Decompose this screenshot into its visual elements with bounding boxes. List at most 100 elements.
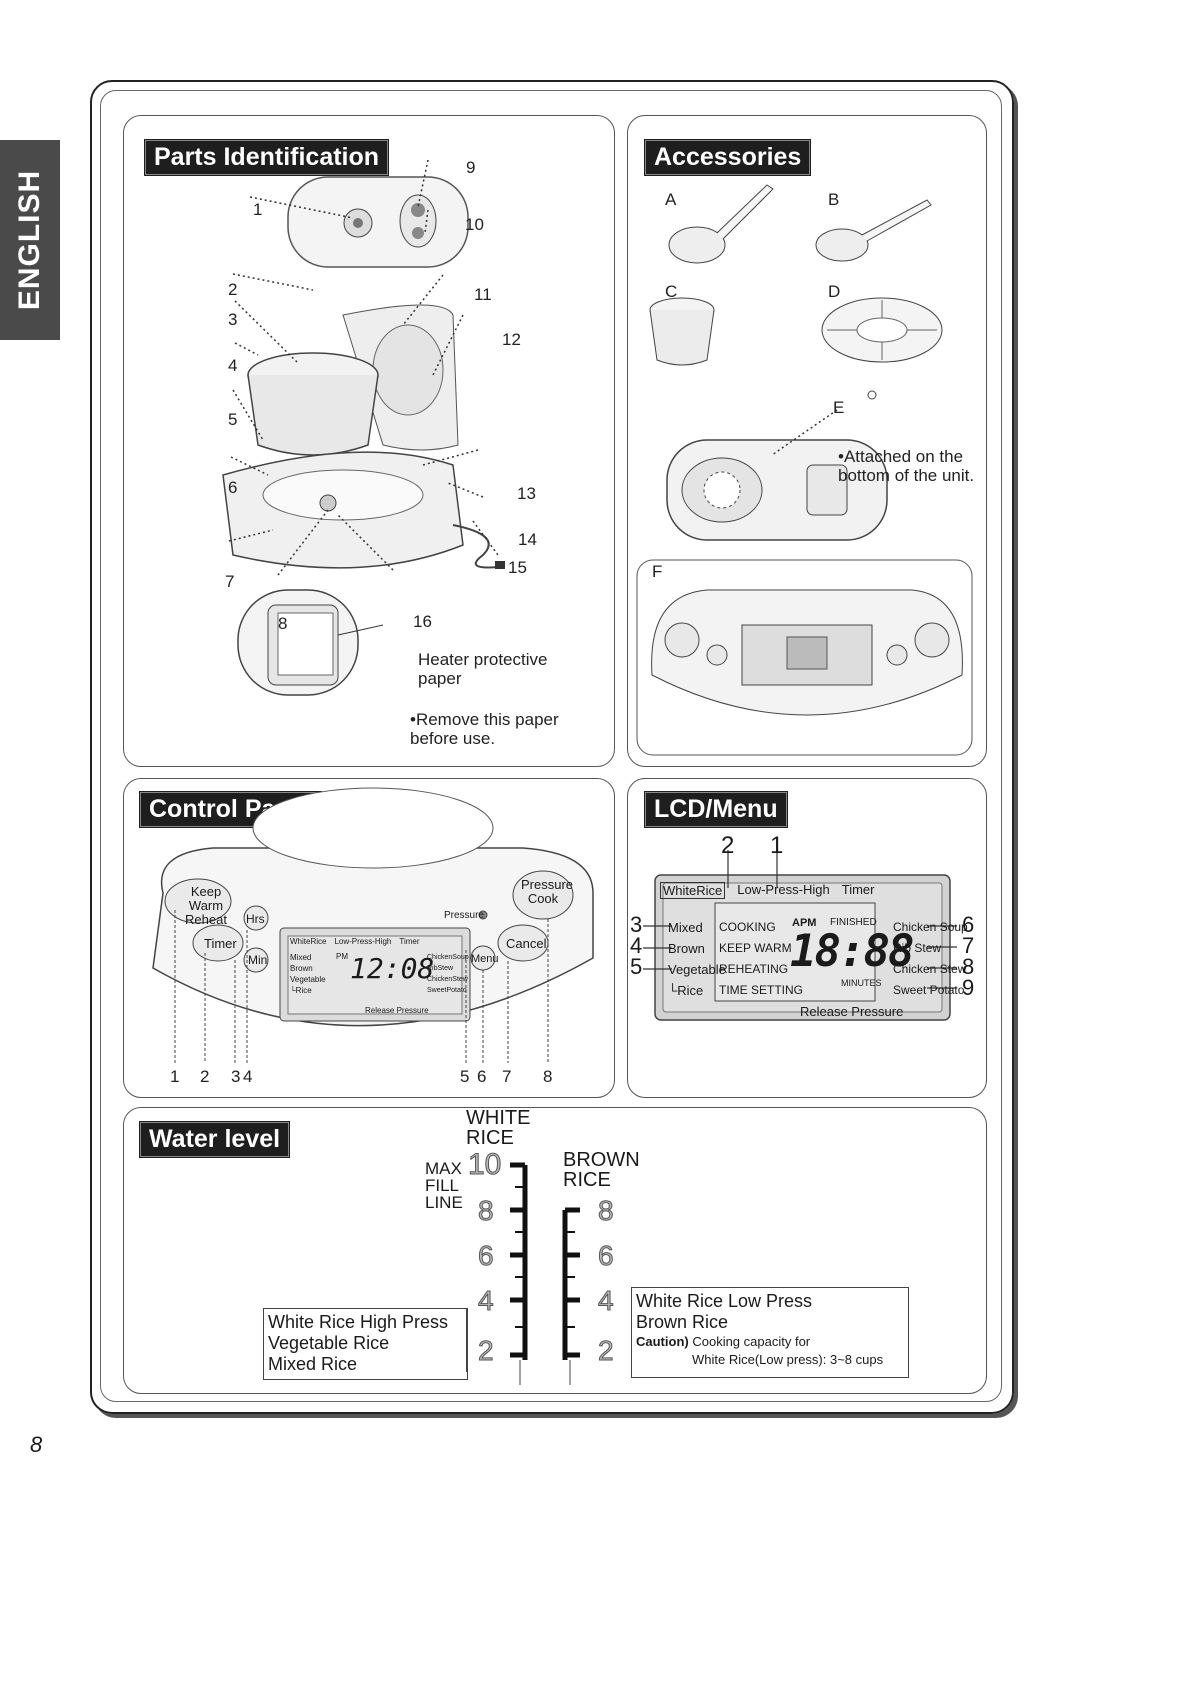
part-number-15: 15 [508,558,527,577]
pressure-cook-label-1: Pressure [521,877,574,892]
min-button[interactable]: Min [248,953,268,967]
lcd-apm: APM [792,917,817,929]
language-tab: ENGLISH [0,140,60,340]
page-frame [90,80,1014,1414]
language-tab-label: ENGLISH [13,169,47,311]
part-number-5: 5 [228,410,238,429]
part-number-13: 13 [517,484,536,503]
mini-lcd-sweet-potato: SweetPotato [427,987,467,994]
caution-detail: White Rice(Low press): 3~8 cups [692,1352,884,1367]
page-inner-frame [100,90,1002,1402]
lcd-menu-section [627,778,987,1098]
keep-warm-button[interactable]: Keep Warm Reheat [173,885,239,927]
part-number-3: 3 [228,310,238,329]
lcd-left-numbers: 3 4 5 [630,914,643,978]
lcd-sweet-potato: Sweet Potato [893,983,965,997]
white-mark-8: 8 [478,1195,495,1227]
brown-mark-2: 2 [598,1335,615,1367]
control-callout-3: 3 [231,1067,241,1086]
mini-lcd-top: WhiteRice Low-Press-High Timer [290,937,420,946]
lcd-reheating: REHEATING [719,962,789,976]
hrs-button[interactable]: Hrs [246,912,265,926]
white-mark-10: 10 [467,1148,502,1182]
mini-lcd-mixed: Mixed [290,953,312,962]
lcd-callout-4: 4 [630,933,643,958]
reheat-label: Reheat [185,912,227,927]
accessory-letter-b: B [828,190,840,209]
brown-mark-4: 4 [598,1285,615,1317]
lcd-right-numbers: 6 7 8 9 [962,914,975,999]
parts-identification-panel [123,115,615,767]
page-number: 8 [30,1432,43,1457]
control-callout-4: 4 [243,1067,253,1086]
lcd-release-pressure: Release Pressure [800,1004,904,1019]
lcd-finished: FINISHED [830,917,877,928]
accessory-letter-e: E [833,398,845,417]
pressure-cook-label-2: Cook [527,891,559,906]
control-callout-5: 5 [460,1067,470,1086]
mini-lcd-brown: Brown [290,964,313,973]
fill-label: FILL [425,1176,460,1195]
accessories-illustration [636,184,973,756]
rice-cooker-illustration [222,159,505,696]
mini-lcd-chicken-soup: ChickenSoup [427,954,469,961]
vegetable-rice-label: Vegetable Rice [268,1333,390,1353]
mini-lcd-left-menu: Mixed Brown Vegetable └Rice [290,952,326,996]
white-rice-high-press-box: White Rice High Press Vegetable Rice Mix… [263,1308,468,1380]
lcd-chicken-stew: Chicken Stew [893,962,967,976]
lcd-display-illustration [643,850,957,1021]
control-panel-section [123,778,615,1098]
heater-protective-paper-label: Heater protective paper [418,650,548,688]
white-rice-header: WHITE RICE [466,1107,531,1149]
mini-lcd-press: Low-Press-High [334,937,392,946]
lcd-brown: Brown [668,941,705,956]
white-rice-low-press-label: White Rice Low Press [636,1291,813,1311]
lcd-rice: └Rice [668,983,704,998]
part-number-2: 2 [228,280,238,299]
mini-lcd-release: Release Pressure [365,1006,429,1015]
mini-lcd-chicken-stew: ChickenStew [427,976,468,983]
part-number-8: 8 [278,614,288,633]
accessories-panel [627,115,987,767]
lcd-timer: Timer [841,882,875,897]
brown-mark-8: 8 [598,1195,615,1227]
lcd-white-rice: WhiteRice [660,882,726,899]
lcd-callout-7: 7 [962,933,975,958]
lcd-callout-1: 1 [770,832,784,859]
mini-lcd-vegetable: Vegetable [290,975,326,984]
lcd-mixed: Mixed [668,920,703,935]
mini-lcd-right-menu: ChickenSoup RibStew ChickenStew SweetPot… [427,952,469,996]
brown-rice-label: Brown Rice [636,1312,729,1332]
part-number-7: 7 [225,572,235,591]
mini-lcd-pm: PM [336,952,348,961]
white-mark-4: 4 [478,1285,495,1317]
lcd-chicken-soup: Chicken Soup [893,920,968,934]
line-label: LINE [425,1193,463,1212]
control-callout-1: 1 [170,1067,180,1086]
max-fill-line-label: MAX FILL LINE [425,1160,463,1211]
lcd-low-press-high: Low-Press-High [737,882,830,897]
lcd-time-digits: 18:88 [790,926,914,977]
timer-button[interactable]: Timer [204,936,237,951]
lcd-menu-title: LCD/Menu [644,791,788,828]
menu-button[interactable]: Menu [471,953,499,965]
pressure-cook-button[interactable]: Pressure Cook [521,877,574,906]
parts-identification-title: Parts Identification [143,139,390,176]
brown-mark-6: 6 [598,1240,615,1272]
part-number-16: 16 [413,612,432,631]
lcd-keep-warm: KEEP WARM [719,941,792,955]
brown-rice-header: BROWN RICE [563,1149,640,1191]
remove-paper-note: •Remove this paper before use. [410,710,559,748]
mini-lcd-timer: Timer [399,937,420,946]
left-box-connector [466,1308,467,1372]
accessories-title: Accessories [643,139,812,176]
cancel-button[interactable]: Cancel [506,936,547,951]
accessory-letter-d: D [828,282,841,301]
lcd-rib-stew: Rib Stew [893,941,942,955]
lcd-time-setting: TIME SETTING [719,983,803,997]
lcd-callout-2: 2 [721,832,735,859]
lcd-left-menu: Mixed Brown Vegetable └Rice [668,917,726,1001]
part-number-4: 4 [228,356,238,375]
control-callout-2: 2 [200,1067,210,1086]
part-number-1: 1 [253,200,263,219]
